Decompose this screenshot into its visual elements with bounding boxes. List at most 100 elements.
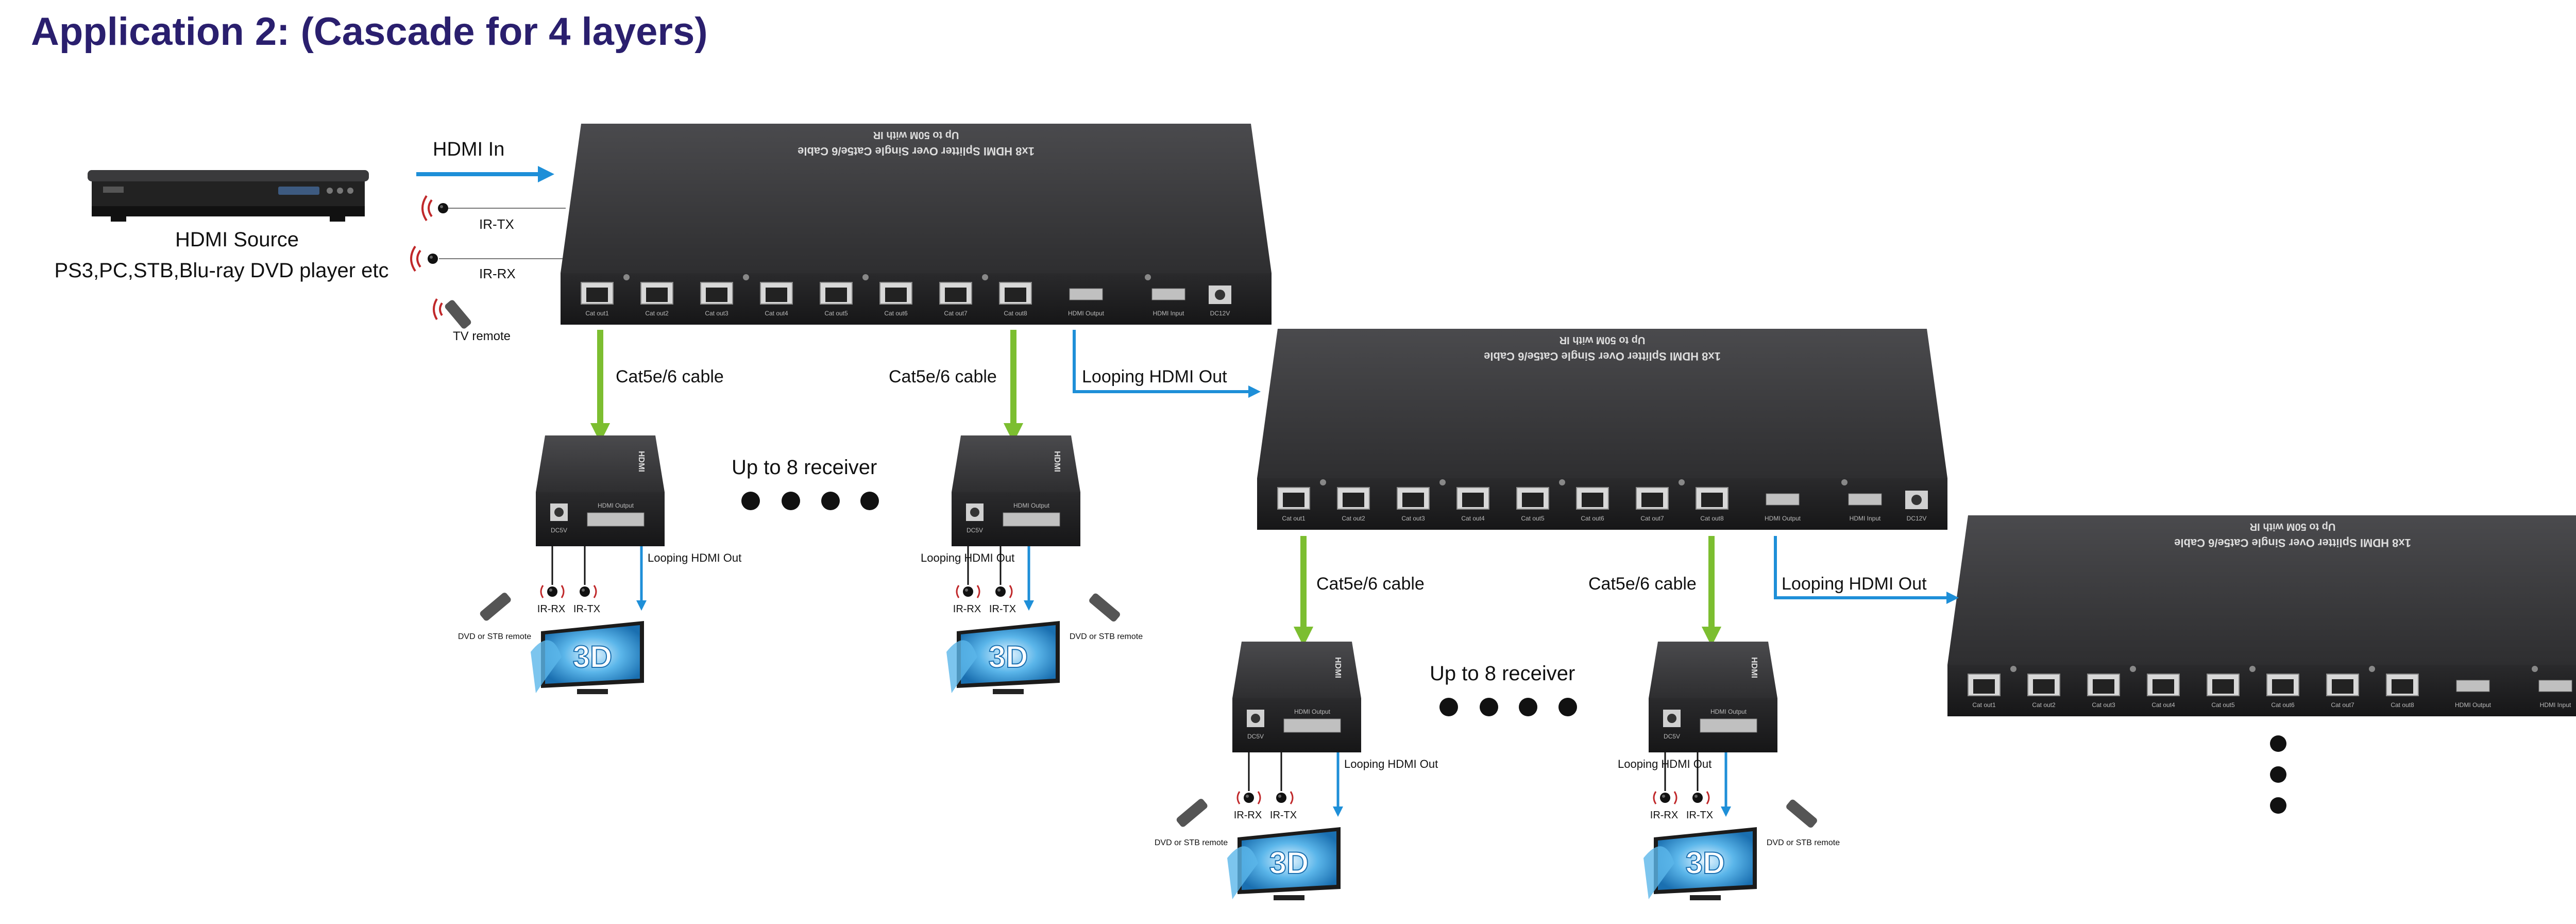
cat-port-label: Cat out7	[1640, 515, 1664, 522]
cat-port-label: Cat out1	[585, 310, 609, 317]
receiver-ir-tx-label: IR-TX	[573, 603, 600, 615]
hdmi-input-label: HDMI Input	[1850, 515, 1881, 522]
port-led	[2010, 666, 2016, 672]
looping-hdmi-out-label-2: Looping HDMI Out	[1782, 574, 1927, 594]
port-led	[2249, 666, 2256, 672]
receiver-hdmi-output-label: HDMI Output	[598, 502, 634, 509]
receiver-top-face	[1232, 642, 1361, 698]
dc-socket	[1911, 495, 1922, 505]
tv-3d-badge: 3D	[989, 640, 1028, 674]
hdmi-input-port	[2538, 680, 2572, 692]
splitter-top-label: 1x8 HDMI Splitter Over Single Cat5e/6 Ca…	[2174, 536, 2411, 549]
ir-wave	[1009, 585, 1013, 598]
looping-hdmi-out-label-1: Looping HDMI Out	[1082, 367, 1227, 387]
ir-tx-icon	[580, 586, 590, 597]
cat-cable-label-2: Cat5e/6 cable	[889, 367, 997, 387]
hdmi-output-label: HDMI Output	[1765, 515, 1801, 522]
receiver-hdmi-badge: HDMI	[1333, 657, 1342, 678]
receiver-top-face	[536, 435, 665, 492]
cat-port-label: Cat out3	[705, 310, 728, 317]
cat-port-label: Cat out5	[1521, 515, 1545, 522]
hdmi-input-port	[1151, 288, 1185, 300]
ir-wave	[1673, 791, 1677, 804]
port-led	[1439, 479, 1446, 485]
port-led	[2532, 666, 2538, 672]
ir-wave	[956, 585, 960, 598]
splitters: 1x8 HDMI Splitter Over Single Cat5e/6 Ca…	[561, 124, 2576, 716]
receiver-hdmi-output-label: HDMI Output	[1710, 708, 1747, 715]
cat-port-socket	[1283, 493, 1304, 507]
hdmi-input-label: HDMI Input	[1153, 310, 1184, 317]
receiver-top-face	[1649, 642, 1777, 698]
port-led	[1841, 479, 1848, 485]
port-led	[743, 274, 749, 280]
cat-port-label: Cat out6	[2271, 701, 2295, 709]
tv-remote-icon	[433, 298, 471, 329]
cat-port-socket	[1522, 493, 1544, 507]
cat-port-socket	[586, 288, 608, 302]
tv-splash	[1643, 846, 1674, 899]
source-name: HDMI Source	[175, 228, 299, 251]
receiver-looping-label: Looping HDMI Out	[921, 551, 1014, 564]
dc-socket	[970, 508, 979, 517]
port-led	[1320, 479, 1326, 485]
splitter-top-sublabel: Up to 50M with IR	[873, 129, 959, 141]
hdmi-output-label: HDMI Output	[1068, 310, 1105, 317]
tv-screen	[961, 625, 1056, 684]
dvd-remote-icon	[1089, 593, 1120, 622]
cat-port-socket	[1402, 493, 1424, 507]
page-title: Application 2: (Cascade for 4 layers)	[31, 10, 708, 54]
tv-screen	[1658, 831, 1753, 890]
tv-3d-icon: 3D	[1227, 827, 1341, 900]
cat-port-socket	[1641, 493, 1663, 507]
receiver-ir-tx-label: IR-TX	[1270, 810, 1297, 821]
receiver-hdmi-output-label: HDMI Output	[1294, 708, 1331, 715]
splitter-top-face	[1947, 515, 2576, 665]
ir-wave	[976, 585, 980, 598]
receiver-dc-label: DC5V	[1247, 733, 1264, 740]
up-to-8-label-1: Up to 8 receiver	[732, 456, 877, 479]
receiver-top-face	[952, 435, 1080, 492]
cat-port-socket	[1343, 493, 1364, 507]
cat-port-socket	[646, 288, 668, 302]
ir-tx-icon	[1276, 793, 1286, 803]
receiver-hdmi-output-port	[1700, 718, 1757, 733]
cat-port-label: Cat out7	[944, 310, 968, 317]
cat-port-socket	[1701, 493, 1723, 507]
cat-cable-label-1: Cat5e/6 cable	[616, 367, 724, 387]
ir-rx-icon	[963, 586, 973, 597]
ir-wave	[1257, 791, 1261, 804]
cat-port-label: Cat out6	[884, 310, 908, 317]
cat-port-socket	[2392, 679, 2413, 694]
ir-tx-icon	[1692, 793, 1703, 803]
source-ir-tx	[421, 195, 566, 222]
receiver-looping-label: Looping HDMI Out	[1618, 758, 1711, 770]
hdmi-input-port	[1848, 493, 1882, 506]
cat-port-socket	[2093, 679, 2114, 694]
cat-port-label: Cat out8	[1700, 515, 1724, 522]
port-led	[2130, 666, 2136, 672]
cat-port-socket	[1973, 679, 1995, 694]
cat-port-label: Cat out8	[1004, 310, 1027, 317]
port-led	[1679, 479, 1685, 485]
receiver-hdmi-badge: HDMI	[637, 451, 646, 472]
hdmi-output-port	[1766, 493, 1800, 506]
cat-port-label: Cat out6	[1581, 515, 1604, 522]
source-ir-rx	[410, 245, 566, 272]
cat-port-socket	[1582, 493, 1603, 507]
cat-port-socket	[2212, 679, 2234, 694]
cat-port-socket	[2153, 679, 2174, 694]
dc-socket	[1667, 714, 1676, 723]
receiver-hdmi-output-port	[1283, 718, 1341, 733]
splitter-top-face	[561, 124, 1272, 273]
cat-port-label: Cat out8	[2391, 701, 2414, 709]
tv-stand	[1690, 895, 1721, 900]
dc-socket	[1215, 290, 1225, 300]
ir-wave	[540, 585, 544, 598]
cat-port-label: Cat out2	[1342, 515, 1365, 522]
receiver-ir-tx-label: IR-TX	[1686, 810, 1713, 821]
